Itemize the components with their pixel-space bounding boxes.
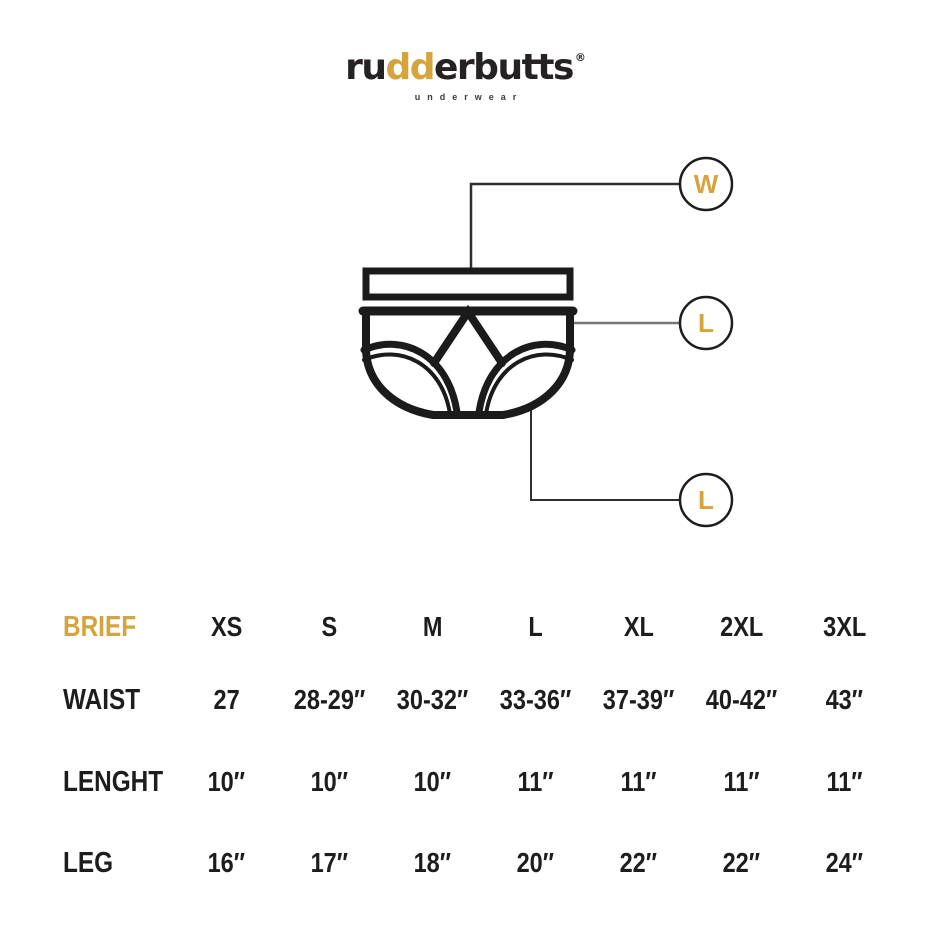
waist-value-l: 33-36″ — [499, 684, 572, 715]
leg-value-l: 20″ — [516, 847, 555, 878]
waist-value-3xl: 43″ — [825, 684, 864, 715]
brand-logo-subtitle: underwear — [414, 92, 524, 102]
waist-value-s: 28-29″ — [293, 684, 366, 715]
waist-callout-badge — [678, 156, 734, 212]
waist-value-2xl: 40-42″ — [705, 684, 778, 715]
leg-row: LEG 16″ 17″ 18″ 20″ 22″ 22″ 24″ — [63, 841, 896, 885]
leg-callout-line — [530, 407, 681, 501]
brief-diagram: W L L — [358, 156, 734, 528]
logo-part-1: ru — [345, 47, 387, 88]
brief-body-outline — [362, 307, 574, 419]
column-header-xs: XS — [210, 611, 243, 642]
waist-value-xs: 27 — [213, 684, 240, 715]
waist-row: WAIST 27 28-29″ 30-32″ 33-36″ 37-39″ 40-… — [63, 678, 896, 722]
brief-fly-seam — [430, 304, 506, 367]
waist-row-label: WAIST — [63, 684, 141, 716]
waist-value-xl: 37-39″ — [602, 684, 675, 715]
size-table-header-row: BRIEF XS S M L XL 2XL 3XL — [63, 605, 896, 649]
waist-value-m: 30-32″ — [396, 684, 469, 715]
column-header-xl: XL — [623, 611, 654, 642]
length-row-label: LENGHT — [63, 766, 164, 798]
length-callout-label: L — [698, 308, 714, 338]
column-header-2xl: 2XL — [719, 611, 764, 642]
right-leg-trim-inner — [484, 352, 574, 416]
leg-value-2xl: 22″ — [722, 847, 761, 878]
leg-value-m: 18″ — [413, 847, 452, 878]
length-callout-badge — [678, 295, 734, 351]
size-table-title: BRIEF — [63, 611, 137, 643]
registered-trademark-icon: ® — [574, 51, 586, 64]
column-header-l: L — [528, 611, 543, 642]
leg-row-label: LEG — [63, 847, 114, 879]
brief-waistband — [362, 267, 574, 301]
logo-part-2: erbutts — [434, 47, 574, 88]
left-leg-trim-inner — [362, 352, 452, 416]
left-leg-trim-outer — [360, 340, 461, 416]
brief-outline-icon — [358, 267, 578, 419]
leg-value-3xl: 24″ — [825, 847, 864, 878]
brand-logo-wordmark: rudderbutts® — [0, 50, 931, 86]
callout-badges: W L L — [678, 156, 734, 528]
column-header-s: S — [321, 611, 338, 642]
leg-callout-label: L — [698, 485, 714, 515]
leg-callout-badge — [678, 472, 734, 528]
length-row: LENGHT 10″ 10″ 10″ 11″ 11″ 11″ 11″ — [63, 760, 896, 804]
length-value-s: 10″ — [310, 766, 349, 797]
leg-value-xl: 22″ — [619, 847, 658, 878]
leg-value-xs: 16″ — [207, 847, 246, 878]
waist-callout-label: W — [694, 169, 719, 199]
length-value-l: 11″ — [517, 766, 554, 797]
waist-callout-line — [469, 182, 681, 268]
column-header-3xl: 3XL — [822, 611, 867, 642]
leg-value-s: 17″ — [310, 847, 349, 878]
length-value-xs: 10″ — [207, 766, 246, 797]
right-leg-trim-outer — [475, 340, 576, 416]
length-value-3xl: 11″ — [826, 766, 863, 797]
length-value-m: 10″ — [413, 766, 452, 797]
logo-accent-dd: dd — [385, 47, 435, 88]
length-value-xl: 11″ — [620, 766, 657, 797]
column-header-m: M — [422, 611, 443, 642]
brand-logo: rudderbutts® underwear — [0, 50, 931, 103]
length-value-2xl: 11″ — [723, 766, 760, 797]
